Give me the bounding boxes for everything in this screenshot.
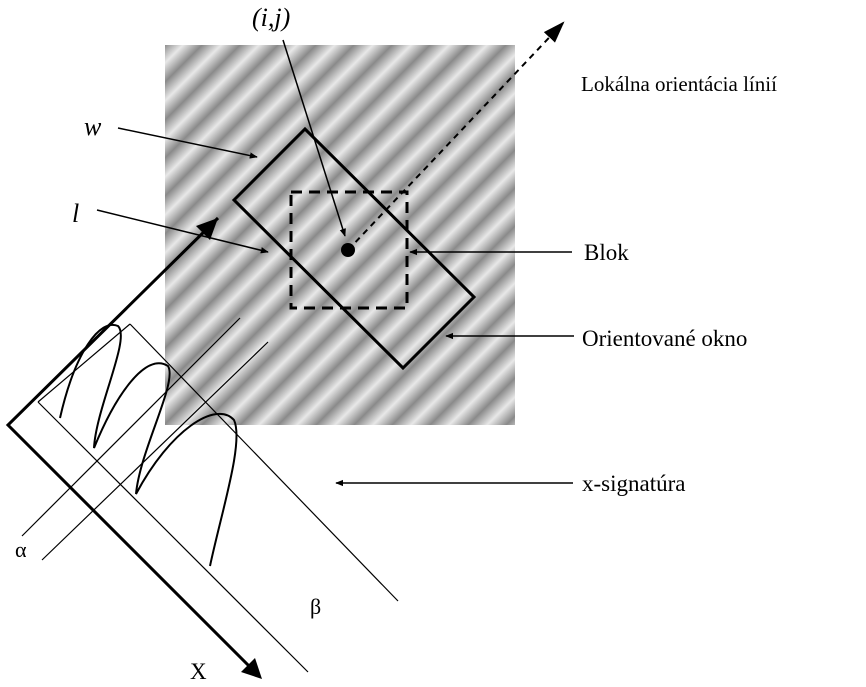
signature-axis [5, 216, 256, 673]
beta-label: β [310, 594, 321, 619]
orientation-arrow [347, 21, 565, 251]
x-axis-label: X [190, 659, 207, 684]
ridge-texture-image [165, 45, 515, 425]
l-axis-arrowhead [196, 218, 218, 240]
w-pointer [117, 127, 258, 159]
signature-guide-lines [21, 317, 399, 673]
window-label: Orientované okno [582, 326, 747, 351]
l-label: l [72, 199, 79, 228]
signature-label: x-signatúra [582, 471, 685, 496]
oriented-window [231, 126, 477, 371]
ij-label: (i,j) [252, 3, 290, 32]
alpha-label: α [15, 537, 27, 562]
w-label: w [84, 112, 102, 141]
x-axis-arrowhead [241, 658, 262, 679]
orientation-label: Lokálna orientácia línií [581, 72, 777, 96]
l-pointer [96, 209, 269, 254]
annotation-arrows [96, 39, 574, 487]
signature-waveform [59, 323, 238, 567]
ij-pointer [282, 39, 346, 237]
block-square [289, 190, 409, 310]
block-label: Blok [584, 240, 629, 265]
